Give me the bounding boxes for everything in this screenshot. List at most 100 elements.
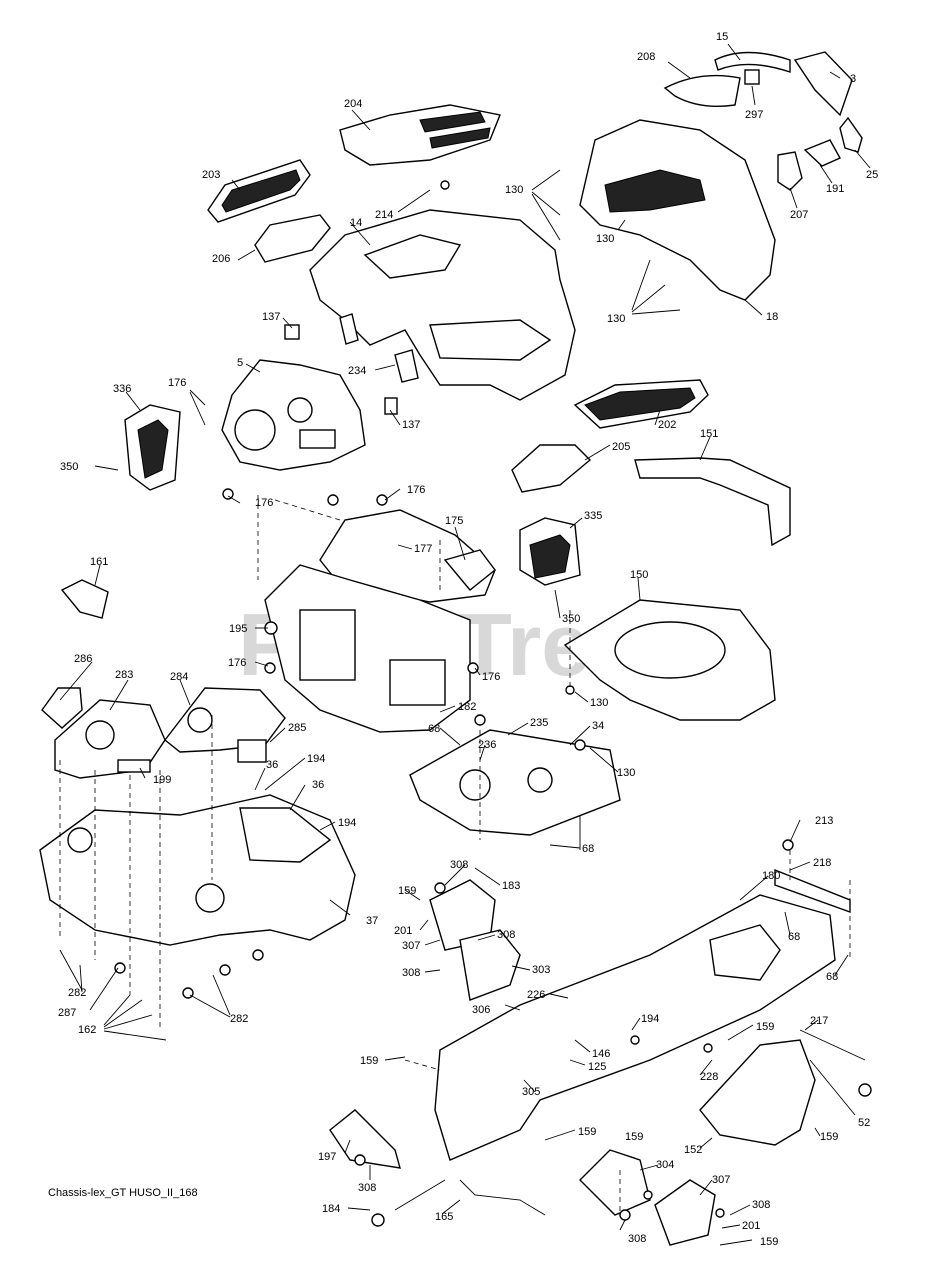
diagram-caption: Chassis-lex_GT HUSO_II_168 xyxy=(48,1187,198,1199)
callout-137: 137 xyxy=(262,311,280,323)
callout-176: 176 xyxy=(255,497,273,509)
callout-207: 207 xyxy=(790,209,808,221)
callout-228: 228 xyxy=(700,1071,718,1083)
callout-282: 282 xyxy=(68,987,86,999)
callout-336: 336 xyxy=(113,383,131,395)
callout-201: 201 xyxy=(394,925,412,937)
callout-199: 199 xyxy=(153,774,171,786)
callout-213: 213 xyxy=(815,815,833,827)
callout-205: 205 xyxy=(612,441,630,453)
callout-130: 130 xyxy=(505,184,523,196)
callout-162: 162 xyxy=(78,1024,96,1036)
callout-305: 305 xyxy=(522,1086,540,1098)
callout-176: 176 xyxy=(228,657,246,669)
callout-labels: 15 208 3 204 297 130 25 203 214 191 207 … xyxy=(58,31,878,1248)
part-shapes xyxy=(39,51,872,1246)
callout-150: 150 xyxy=(630,569,648,581)
callout-3: 3 xyxy=(850,73,856,85)
callout-214: 214 xyxy=(375,209,393,221)
callout-307: 307 xyxy=(712,1174,730,1186)
callout-201: 201 xyxy=(742,1220,760,1232)
callout-194: 194 xyxy=(641,1013,659,1025)
callout-203: 203 xyxy=(202,169,220,181)
callout-202: 202 xyxy=(658,419,676,431)
callout-125: 125 xyxy=(588,1061,606,1073)
callout-137: 137 xyxy=(402,419,420,431)
callout-182: 182 xyxy=(458,701,476,713)
callout-236: 236 xyxy=(478,739,496,751)
callout-68: 68 xyxy=(826,971,838,983)
callout-208: 208 xyxy=(637,51,655,63)
callout-5: 5 xyxy=(237,357,243,369)
callout-152: 152 xyxy=(684,1144,702,1156)
callout-14: 14 xyxy=(350,217,362,229)
callout-206: 206 xyxy=(212,253,230,265)
callout-25: 25 xyxy=(866,169,878,181)
callout-306: 306 xyxy=(472,1004,490,1016)
callout-287: 287 xyxy=(58,1007,76,1019)
callout-184: 184 xyxy=(322,1203,340,1215)
callout-161: 161 xyxy=(90,556,108,568)
callout-159: 159 xyxy=(578,1126,596,1138)
callout-159: 159 xyxy=(760,1236,778,1248)
callout-68: 68 xyxy=(428,723,440,735)
callout-217: 217 xyxy=(810,1015,828,1027)
callout-130: 130 xyxy=(596,233,614,245)
callout-68: 68 xyxy=(582,843,594,855)
callout-308: 308 xyxy=(497,929,515,941)
callout-308: 308 xyxy=(402,967,420,979)
callout-34: 34 xyxy=(592,720,604,732)
callout-204: 204 xyxy=(344,98,362,110)
callout-180: 180 xyxy=(762,870,780,882)
callout-176: 176 xyxy=(168,377,186,389)
callout-165: 165 xyxy=(435,1211,453,1223)
callout-159: 159 xyxy=(625,1131,643,1143)
callout-151: 151 xyxy=(700,428,718,440)
callout-37: 37 xyxy=(366,915,378,927)
callout-177: 177 xyxy=(414,543,432,555)
callout-335: 335 xyxy=(584,510,602,522)
callout-130: 130 xyxy=(590,697,608,709)
callout-218: 218 xyxy=(813,857,831,869)
callout-286: 286 xyxy=(74,653,92,665)
callout-36: 36 xyxy=(312,779,324,791)
leader-lines xyxy=(59,43,871,1246)
callout-285: 285 xyxy=(288,722,306,734)
callout-308: 308 xyxy=(358,1182,376,1194)
callout-308: 308 xyxy=(450,859,468,871)
callout-350: 350 xyxy=(60,461,78,473)
callout-68: 68 xyxy=(788,931,800,943)
assembly-lines xyxy=(59,495,851,1215)
callout-130: 130 xyxy=(617,767,635,779)
callout-159: 159 xyxy=(398,885,416,897)
callout-36: 36 xyxy=(266,759,278,771)
callout-159: 159 xyxy=(820,1131,838,1143)
callout-146: 146 xyxy=(592,1048,610,1060)
callout-283: 283 xyxy=(115,669,133,681)
callout-159: 159 xyxy=(756,1021,774,1033)
callout-195: 195 xyxy=(229,623,247,635)
callout-297: 297 xyxy=(745,109,763,121)
callout-308: 308 xyxy=(752,1199,770,1211)
callout-304: 304 xyxy=(656,1159,674,1171)
callout-130: 130 xyxy=(607,313,625,325)
callout-176: 176 xyxy=(407,484,425,496)
callout-350: 350 xyxy=(562,613,580,625)
callout-303: 303 xyxy=(532,964,550,976)
callout-235: 235 xyxy=(530,717,548,729)
callout-308: 308 xyxy=(628,1233,646,1245)
callout-175: 175 xyxy=(445,515,463,527)
callout-15: 15 xyxy=(716,31,728,43)
callout-18: 18 xyxy=(766,311,778,323)
callout-234: 234 xyxy=(348,365,366,377)
callout-183: 183 xyxy=(502,880,520,892)
callout-194: 194 xyxy=(338,817,356,829)
callout-191: 191 xyxy=(826,183,844,195)
callout-159: 159 xyxy=(360,1055,378,1067)
callout-197: 197 xyxy=(318,1151,336,1163)
callout-282: 282 xyxy=(230,1013,248,1025)
callout-194: 194 xyxy=(307,753,325,765)
callout-52: 52 xyxy=(858,1117,870,1129)
callout-176: 176 xyxy=(482,671,500,683)
